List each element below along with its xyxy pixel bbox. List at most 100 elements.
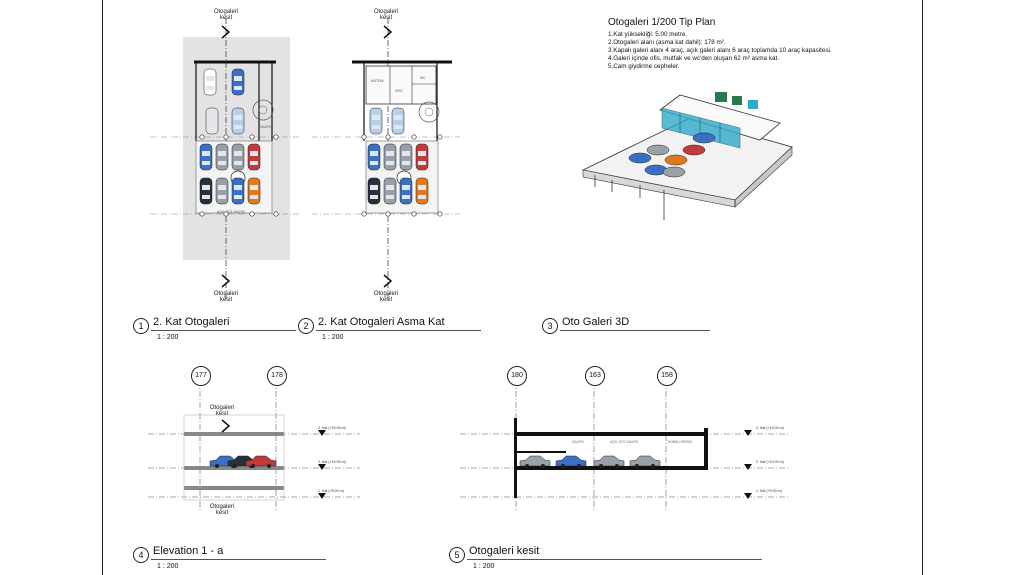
svg-text:KOMŞU PARSEL: KOMŞU PARSEL: [668, 440, 693, 444]
section-car-2: [555, 455, 587, 467]
view-number-3: 3: [542, 318, 558, 334]
section-car-3: [593, 455, 625, 467]
section-arrow-bottom-1: [221, 274, 231, 288]
plan1-open-car-6: [215, 177, 229, 205]
section-car-1: [519, 455, 551, 467]
spiral-stair-1: [252, 99, 274, 121]
plan1-car-2: [205, 107, 219, 135]
grid-bubble-177: 177: [191, 366, 211, 386]
svg-text:GALERI: GALERI: [259, 125, 271, 129]
column: [361, 211, 367, 217]
grid-bubble-158: 158: [657, 366, 677, 386]
plan1-open-car-2: [215, 143, 229, 171]
view-number-4: 4: [133, 547, 149, 563]
plan2-open-car-5: [367, 177, 381, 205]
plan1-open-car-5: [199, 177, 213, 205]
column: [223, 134, 229, 140]
3d-car-1: [628, 152, 652, 164]
3d-car-7: [662, 166, 686, 178]
column: [273, 134, 279, 140]
note-line-1: 1.Kat yüksekliği: 5.00 metre.: [608, 31, 688, 38]
svg-text:MUTFAK: MUTFAK: [371, 79, 385, 83]
plan1-car-white: [203, 68, 217, 96]
sheet-border-left: [102, 0, 103, 575]
view-title-text-5: Otogaleri kesit: [469, 545, 540, 557]
view-scale-4: 1 : 200: [157, 563, 179, 570]
column: [273, 211, 279, 217]
view-title-text-2: 2. Kat Otogaleri Asma Kat: [318, 316, 445, 328]
view-scale-1: 1 : 200: [157, 334, 179, 341]
plan1-car-3: [231, 107, 245, 135]
grid-bubble-163: 163: [585, 366, 605, 386]
plan2-open-car-4: [415, 143, 429, 171]
elevation-1-a: [148, 380, 360, 512]
3d-car-3: [664, 154, 688, 166]
column: [385, 134, 391, 140]
otogaleri-section: GALERI AÇIK OTO GALERI KOMŞU PARSEL: [460, 380, 790, 512]
note-line-5: 5.Cam giydirme cepheler.: [608, 63, 680, 70]
column: [437, 211, 443, 217]
plan1-open-car-8: [247, 177, 261, 205]
svg-text:GALERI: GALERI: [572, 440, 584, 444]
plan-2-asma-kat: MUTFAK OFIS WC: [312, 18, 460, 300]
view-title-text-4: Elevation 1 - a: [153, 545, 224, 557]
elev-car-3: [245, 455, 277, 467]
glass-facade: [661, 107, 741, 149]
column: [361, 134, 367, 140]
3d-car-4: [682, 144, 706, 156]
3d-car-5: [692, 132, 716, 144]
view-title-text-1: 2. Kat Otogaleri: [153, 316, 230, 328]
plan2-car-1: [369, 107, 383, 135]
sec-level-top: 3. Kat (+15.00 m): [756, 426, 784, 430]
sheet-border-right: [922, 0, 923, 575]
view-scale-2: 1 : 200: [322, 334, 344, 341]
column: [199, 211, 205, 217]
view-title-text-3: Oto Galeri 3D: [562, 316, 630, 328]
elev-level-top: 3. Kat (+15.00 m): [318, 426, 346, 430]
oto-galeri-3d-view: [581, 92, 793, 220]
column: [411, 134, 417, 140]
grid-bubble-180: 180: [507, 366, 527, 386]
svg-text:OFIS: OFIS: [395, 89, 402, 93]
plan-1-otogaleri: GALERI AÇIK OTO GALERI: [150, 18, 300, 300]
3d-car-2: [646, 144, 670, 156]
mezzanine-rooms: [365, 65, 437, 105]
plan1-open-car-3: [231, 143, 245, 171]
view-number-1: 1: [133, 318, 149, 334]
grid-bubble-178: 178: [267, 366, 287, 386]
section-arrow-top-1: [221, 25, 231, 39]
plan2-open-car-6: [383, 177, 397, 205]
column: [249, 134, 255, 140]
plan2-car-2: [391, 107, 405, 135]
view-scale-5: 1 : 200: [473, 563, 495, 570]
plan-notes: Otogaleri 1/200 Tip Plan 1.Kat yüksekliğ…: [608, 17, 832, 71]
svg-text:WC: WC: [420, 76, 426, 80]
svg-text:AÇIK OTO GALERI: AÇIK OTO GALERI: [217, 210, 245, 214]
sec-level-mid: 2. Kat (+10.00 m): [756, 460, 784, 464]
sec-level-bot: 1. Kat (+5.00 m): [756, 489, 782, 493]
view-number-5: 5: [449, 547, 465, 563]
plan1-open-car-1: [199, 143, 213, 171]
note-line-4: 4.Galeri içinde ofis, mutfak ve wc'den o…: [608, 55, 779, 62]
note-line-2: 2.Otogaleri alanı (asma kat dahil): 178 …: [608, 39, 726, 46]
plan1-open-car-4: [247, 143, 261, 171]
elev-level-bot: 1. Kat (+5.00 m): [318, 489, 344, 493]
plan2-open-car-7: [399, 177, 413, 205]
elev-level-mid: 2. Kat (+10.00 m): [318, 460, 346, 464]
notes-title: Otogaleri 1/200 Tip Plan: [608, 17, 716, 28]
column: [249, 211, 255, 217]
plan2-open-car-8: [415, 177, 429, 205]
plan2-open-car-3: [399, 143, 413, 171]
column: [223, 211, 229, 217]
plan2-open-car-2: [383, 143, 397, 171]
view-number-2: 2: [298, 318, 314, 334]
column: [411, 211, 417, 217]
note-line-3: 3.Kapalı galeri alanı 4 araç, açık galer…: [608, 47, 832, 54]
